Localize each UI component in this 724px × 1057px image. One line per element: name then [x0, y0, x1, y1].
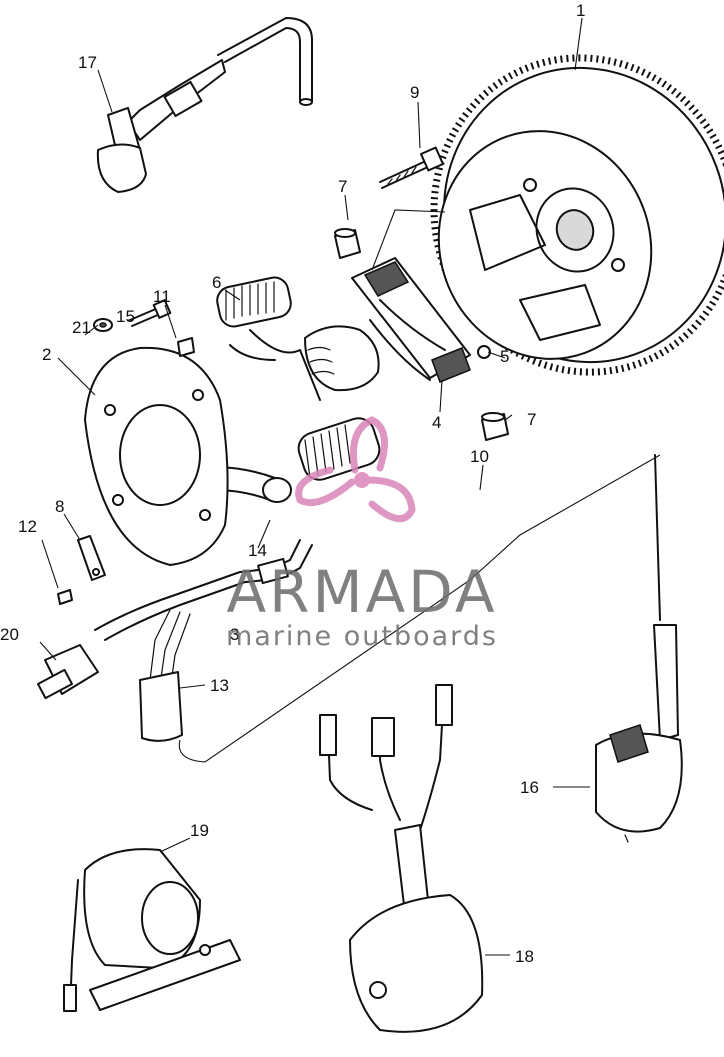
- callout-2: 2: [42, 345, 51, 364]
- callout-16: 16: [520, 778, 539, 797]
- cdi-module-part: [319, 684, 484, 1033]
- flywheel-part: [430, 54, 724, 376]
- callout-9: 9: [410, 83, 419, 102]
- callout-7a: 7: [338, 177, 347, 196]
- callout-21: 21: [72, 318, 91, 337]
- callout-5: 5: [500, 347, 509, 366]
- fasteners-part: [93, 299, 195, 357]
- callout-19: 19: [190, 821, 209, 840]
- callout-10: 10: [470, 447, 489, 466]
- callout-1: 1: [576, 1, 585, 20]
- propeller-logo: [295, 416, 416, 523]
- stator-coil-part: [194, 276, 381, 503]
- spark-plug-cap-part: [96, 17, 313, 193]
- watermark-brand: ARMADA: [226, 558, 497, 626]
- callout-labels: 1 2 3 4 5 6 7 7 8 9 10 11 12 13 14 15 16…: [0, 1, 585, 966]
- callout-3: 3: [230, 625, 239, 644]
- stator-plate-part: [84, 346, 229, 566]
- callout-20: 20: [0, 625, 19, 644]
- wire-clip-part: [57, 535, 106, 605]
- spacer-7-part: [334, 228, 509, 441]
- callout-7b: 7: [527, 410, 536, 429]
- bolt-9-part: [379, 146, 444, 189]
- callout-17: 17: [78, 53, 97, 72]
- wire-harness-part: [37, 454, 661, 763]
- callout-18: 18: [515, 947, 534, 966]
- callout-4: 4: [432, 413, 441, 432]
- leader-lines: [39, 17, 590, 956]
- callout-12: 12: [18, 517, 37, 536]
- ignition-coil-part: [595, 454, 683, 843]
- charge-coil-part: [351, 209, 491, 383]
- callout-13: 13: [210, 676, 229, 695]
- callout-11: 11: [153, 287, 171, 306]
- callout-14: 14: [248, 541, 267, 560]
- armada-watermark: ARMADA marine outboards: [226, 416, 498, 652]
- callout-15: 15: [116, 307, 135, 326]
- starter-solenoid-part: [63, 848, 241, 1012]
- callout-6: 6: [212, 273, 221, 292]
- callout-8: 8: [55, 497, 64, 516]
- watermark-tagline: marine outboards: [226, 621, 498, 652]
